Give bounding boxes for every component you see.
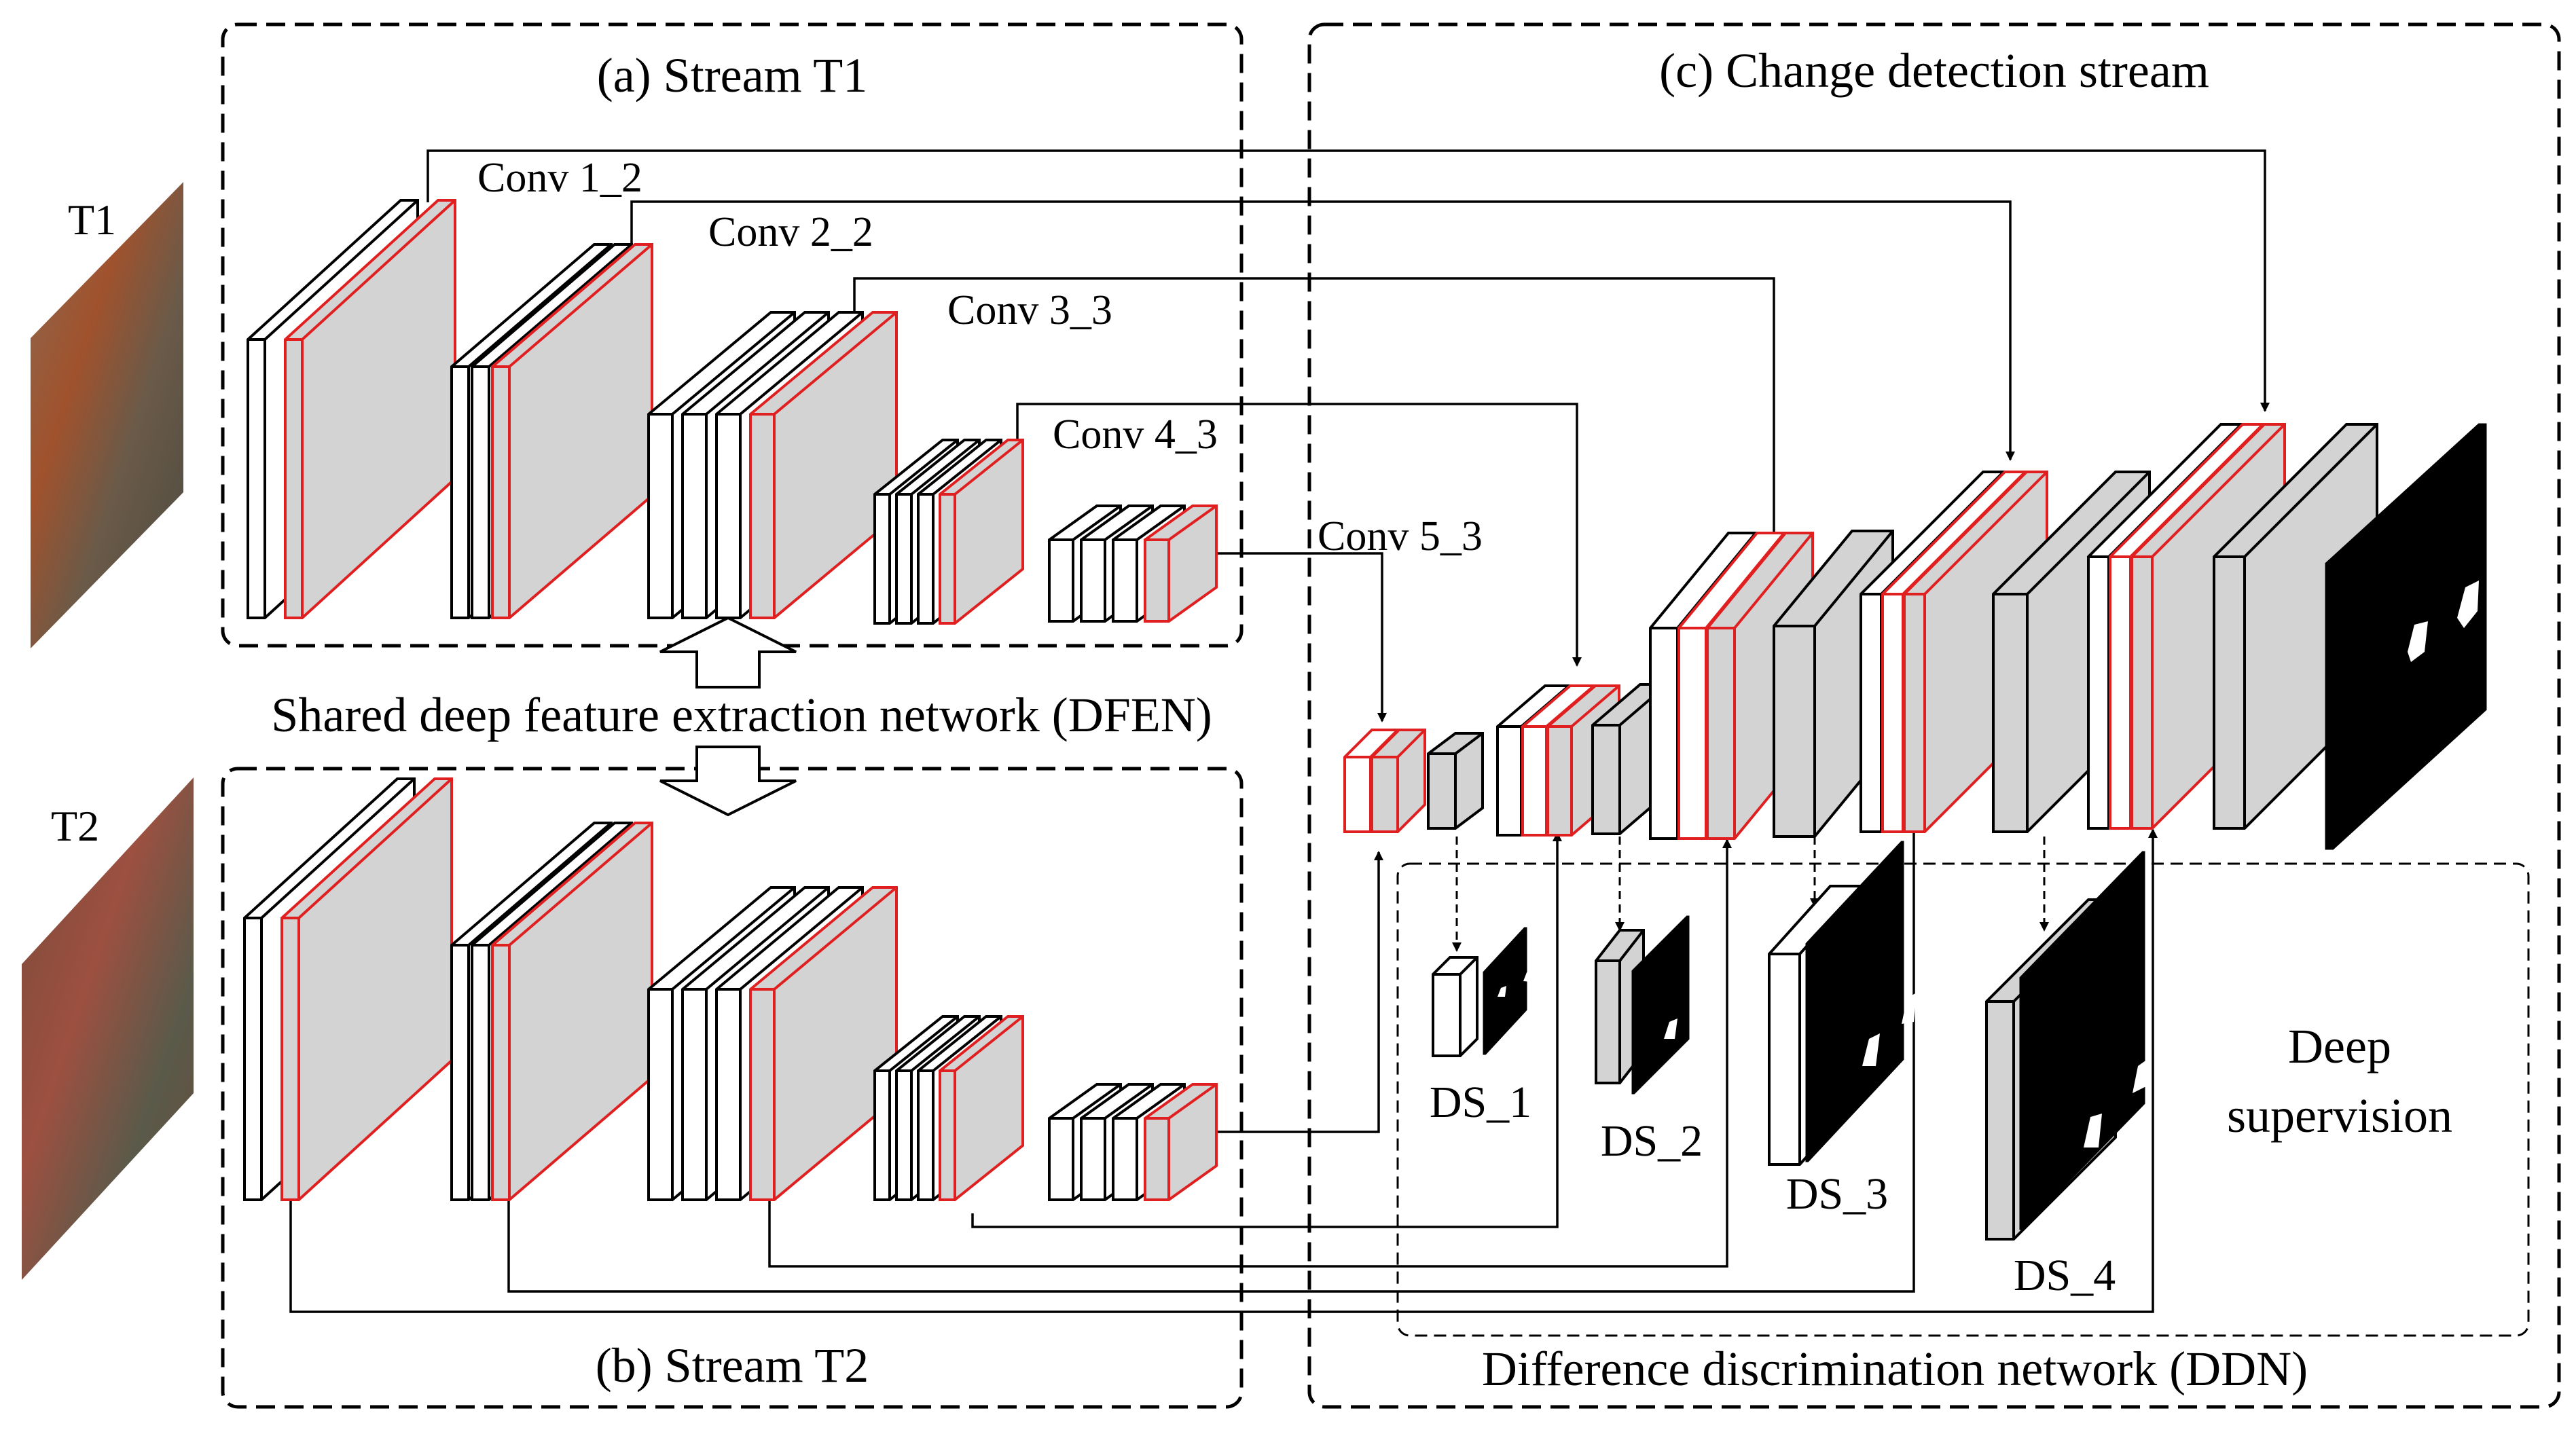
change-region-3 xyxy=(1498,986,1506,997)
change-region-8 xyxy=(1902,993,1917,1024)
t1-block2-layer-3 xyxy=(491,243,653,619)
ds4-label: DS_4 xyxy=(2014,1251,2116,1300)
cd-block2-layer-4 xyxy=(1591,683,1669,835)
t1-block5-layer-4 xyxy=(1144,504,1218,623)
change-region-4 xyxy=(1523,970,1532,982)
shared-arrow-down xyxy=(659,746,797,817)
ddn-label: Difference discrimination network (DDN) xyxy=(1482,1342,2308,1396)
t1-label: T1 xyxy=(68,196,116,244)
satellite-image-t2 xyxy=(22,777,194,1280)
t2-block4-layer-4 xyxy=(939,1015,1024,1201)
change-region-9 xyxy=(2084,1114,2102,1148)
change-region-10 xyxy=(2133,1059,2147,1093)
conv3-label: Conv 3_3 xyxy=(947,287,1112,333)
change-region-2 xyxy=(2457,581,2479,628)
t2-block2-layer-3 xyxy=(491,822,653,1201)
t2-block5-layer-4 xyxy=(1144,1083,1218,1201)
ds3-label: DS_3 xyxy=(1786,1169,1888,1219)
t1-block3-layer-4 xyxy=(749,311,898,619)
t2-block1-layer-2 xyxy=(280,777,453,1201)
change-region-7 xyxy=(1862,1033,1880,1066)
ds2-map xyxy=(1631,915,1690,1095)
change-region-1 xyxy=(2408,621,2428,662)
change-detection-title: (c) Change detection stream xyxy=(1659,43,2209,98)
feature-map-layers xyxy=(243,199,2487,1241)
ds4-map xyxy=(2019,851,2145,1230)
conv2-label: Conv 2_2 xyxy=(708,209,873,255)
stream-t1-title: (a) Stream T1 xyxy=(597,48,868,103)
cd-block1-layer-2 xyxy=(1371,729,1426,833)
dfen-label: Shared deep feature extraction network (… xyxy=(271,688,1212,742)
ds1-feature xyxy=(1432,956,1479,1057)
t2-block3-layer-4 xyxy=(749,886,898,1201)
supervision-arrows xyxy=(1452,837,2049,952)
conv4-label: Conv 4_3 xyxy=(1053,411,1218,458)
satellite-image-t1 xyxy=(31,182,183,648)
deep-supervision-label-line2: supervision xyxy=(2227,1088,2452,1143)
change-detection-box xyxy=(1307,22,2561,1409)
shared-arrow-up xyxy=(659,616,797,689)
ds1-label: DS_1 xyxy=(1430,1078,1531,1127)
text-labels: T1 T2 (a) Stream T1 (b) Stream T2 (c) Ch… xyxy=(51,43,2452,1396)
skip-connections xyxy=(289,149,2270,1313)
change-region-6 xyxy=(1691,1002,1702,1022)
stream-t2-title: (b) Stream T2 xyxy=(596,1338,869,1393)
conv5-label: Conv 5_3 xyxy=(1318,513,1483,559)
conv1-label: Conv 1_2 xyxy=(477,155,642,201)
cd-block1-layer-3 xyxy=(1427,732,1484,830)
final-change-map xyxy=(2325,423,2487,850)
t1-block1-layer-2 xyxy=(284,199,456,619)
t2-label: T2 xyxy=(51,802,99,850)
change-region-5 xyxy=(1664,1018,1677,1039)
ds3-map xyxy=(1805,841,1904,1162)
t1-block4-layer-4 xyxy=(939,439,1024,625)
ds2-label: DS_2 xyxy=(1601,1116,1703,1166)
ddn-box xyxy=(1396,862,2530,1337)
deep-supervision-label-line1: Deep xyxy=(2288,1019,2391,1073)
